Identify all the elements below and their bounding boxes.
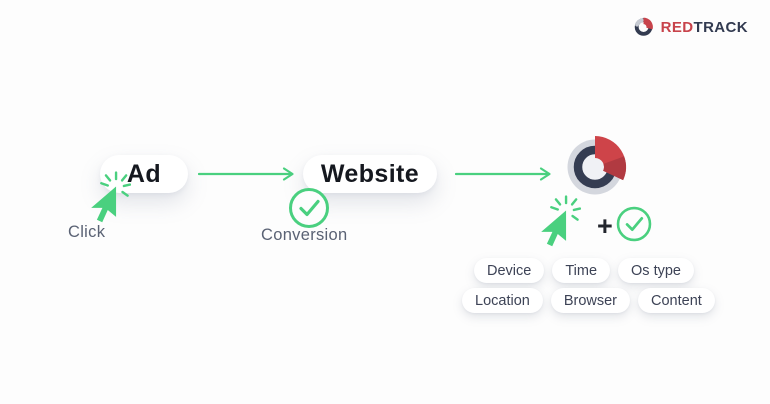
checkmark-circle-icon xyxy=(616,206,652,242)
tag-content-label: Content xyxy=(651,292,702,309)
attribute-tags-row-2: Location Browser Content xyxy=(462,288,715,313)
cursor-arrow-icon xyxy=(91,186,117,223)
tag-time-label: Time xyxy=(565,262,598,279)
tag-browser: Browser xyxy=(550,288,631,313)
plus-icon: + xyxy=(597,211,613,241)
website-node-label: Website xyxy=(320,159,420,188)
conversion-label: Conversion xyxy=(261,226,348,244)
logo-text-red: RED xyxy=(660,18,694,36)
flow-arrow-icon xyxy=(455,167,551,181)
click-label: Click xyxy=(68,223,106,241)
flow-arrow-icon xyxy=(198,167,294,181)
redtrack-logo: REDTRACK xyxy=(633,16,748,38)
tag-device: Device xyxy=(474,258,545,283)
tag-browser-label: Browser xyxy=(563,292,618,309)
cursor-click-icon xyxy=(91,171,131,223)
tag-os-type: Os type xyxy=(618,258,694,283)
tag-location-label: Location xyxy=(475,292,530,309)
ad-node-label: Ad xyxy=(126,159,162,188)
website-node: Website xyxy=(303,155,437,193)
click-spark-icon xyxy=(100,171,131,197)
donut-chart-icon xyxy=(567,136,627,195)
click-spark-icon xyxy=(550,195,581,221)
checkmark-circle-icon xyxy=(289,188,329,228)
redtrack-logo-icon xyxy=(634,17,653,36)
tag-device-label: Device xyxy=(487,262,532,279)
logo-text-track: TRACK xyxy=(693,18,748,36)
tag-os-type-label: Os type xyxy=(631,262,681,279)
tag-time: Time xyxy=(552,258,611,283)
tag-location: Location xyxy=(462,288,543,313)
tag-content: Content xyxy=(638,288,715,313)
logo-wordmark: REDTRACK xyxy=(661,20,748,35)
cursor-arrow-icon xyxy=(541,210,567,247)
cursor-click-icon xyxy=(541,195,581,247)
ad-node: Ad xyxy=(100,155,188,193)
attribute-tags-row-1: Device Time Os type xyxy=(474,258,694,283)
